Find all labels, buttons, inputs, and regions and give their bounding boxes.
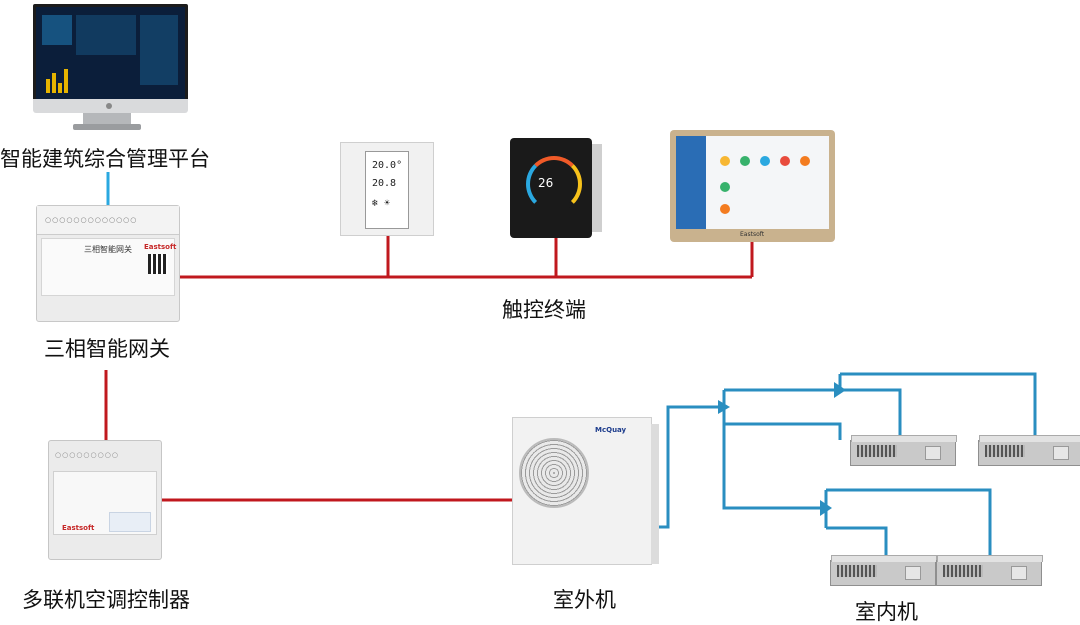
thermostat-temp: 26 — [538, 176, 554, 190]
monitor-stand — [83, 113, 131, 125]
controller-label: 多联机空调控制器 — [22, 588, 190, 612]
temperature-ring — [526, 156, 582, 212]
gateway-title: 三相智能网关 — [84, 245, 132, 254]
app-icon — [740, 156, 750, 166]
indoor-unit — [850, 435, 957, 466]
dashboard-bar — [52, 73, 56, 93]
dashboard-panel — [140, 15, 178, 85]
refrigerant-piping — [650, 372, 1037, 560]
indoor-unit — [936, 555, 1043, 586]
monitor-screen — [33, 4, 188, 102]
outdoor-logo: McQuay — [595, 426, 627, 434]
monitor-chin — [33, 99, 188, 113]
wall-control-panel: 20.0° 20.8 ❄ ☀ — [340, 142, 434, 236]
monitor-foot — [73, 124, 141, 130]
gateway-face: 三相智能网关 Eastsoft — [41, 238, 177, 296]
three-phase-gateway: ○○○○○○○○○○○○○ 三相智能网关 Eastsoft — [36, 205, 180, 322]
controller-face: Eastsoft — [53, 471, 157, 535]
app-icon — [800, 156, 810, 166]
outdoor-unit: McQuay — [512, 417, 659, 565]
dashboard-panel — [42, 15, 72, 45]
touch-thermostat: 26 — [510, 138, 602, 238]
qr-code-icon — [148, 254, 168, 274]
fan-icon — [519, 438, 589, 508]
indoor-unit — [830, 555, 937, 586]
vrf-ac-controller: ○○○○○○○○○ Eastsoft — [48, 440, 162, 560]
thermostat-edge — [592, 144, 602, 232]
touch-terminal-label: 触控终端 — [502, 298, 586, 322]
app-icon — [720, 182, 730, 192]
panel-temp-1: 20.0° — [372, 160, 403, 171]
power-icon — [106, 103, 112, 109]
dashboard-bar — [46, 79, 50, 93]
panel-lcd: 20.0° 20.8 ❄ ☀ — [365, 151, 409, 229]
app-icon — [720, 204, 730, 214]
management-monitor — [25, 0, 190, 132]
tablet-brand: Eastsoft — [740, 231, 765, 238]
dashboard-panel — [76, 15, 136, 55]
platform-label: 智能建筑综合管理平台 — [0, 147, 210, 171]
indoor-label: 室内机 — [855, 600, 918, 624]
smart-touch-tablet: Eastsoft — [670, 130, 835, 242]
controller-sticker — [109, 512, 151, 532]
tablet-sidebar — [676, 136, 706, 229]
panel-temp-2: 20.8 — [372, 178, 397, 189]
indoor-unit — [978, 435, 1080, 466]
dashboard-bar — [58, 83, 62, 93]
gateway-terminal-strip: ○○○○○○○○○○○○○ — [37, 206, 179, 235]
dashboard-bar — [64, 69, 68, 93]
app-icon — [760, 156, 770, 166]
gateway-brand: Eastsoft — [144, 243, 177, 251]
snowflake-icon: ❄ ☀ — [372, 198, 391, 209]
controller-brand: Eastsoft — [62, 524, 95, 532]
outdoor-label: 室外机 — [553, 588, 616, 612]
outdoor-side — [651, 424, 659, 564]
tablet-screen — [676, 136, 829, 229]
app-icon — [720, 156, 730, 166]
app-icon — [780, 156, 790, 166]
gateway-label: 三相智能网关 — [44, 337, 170, 361]
